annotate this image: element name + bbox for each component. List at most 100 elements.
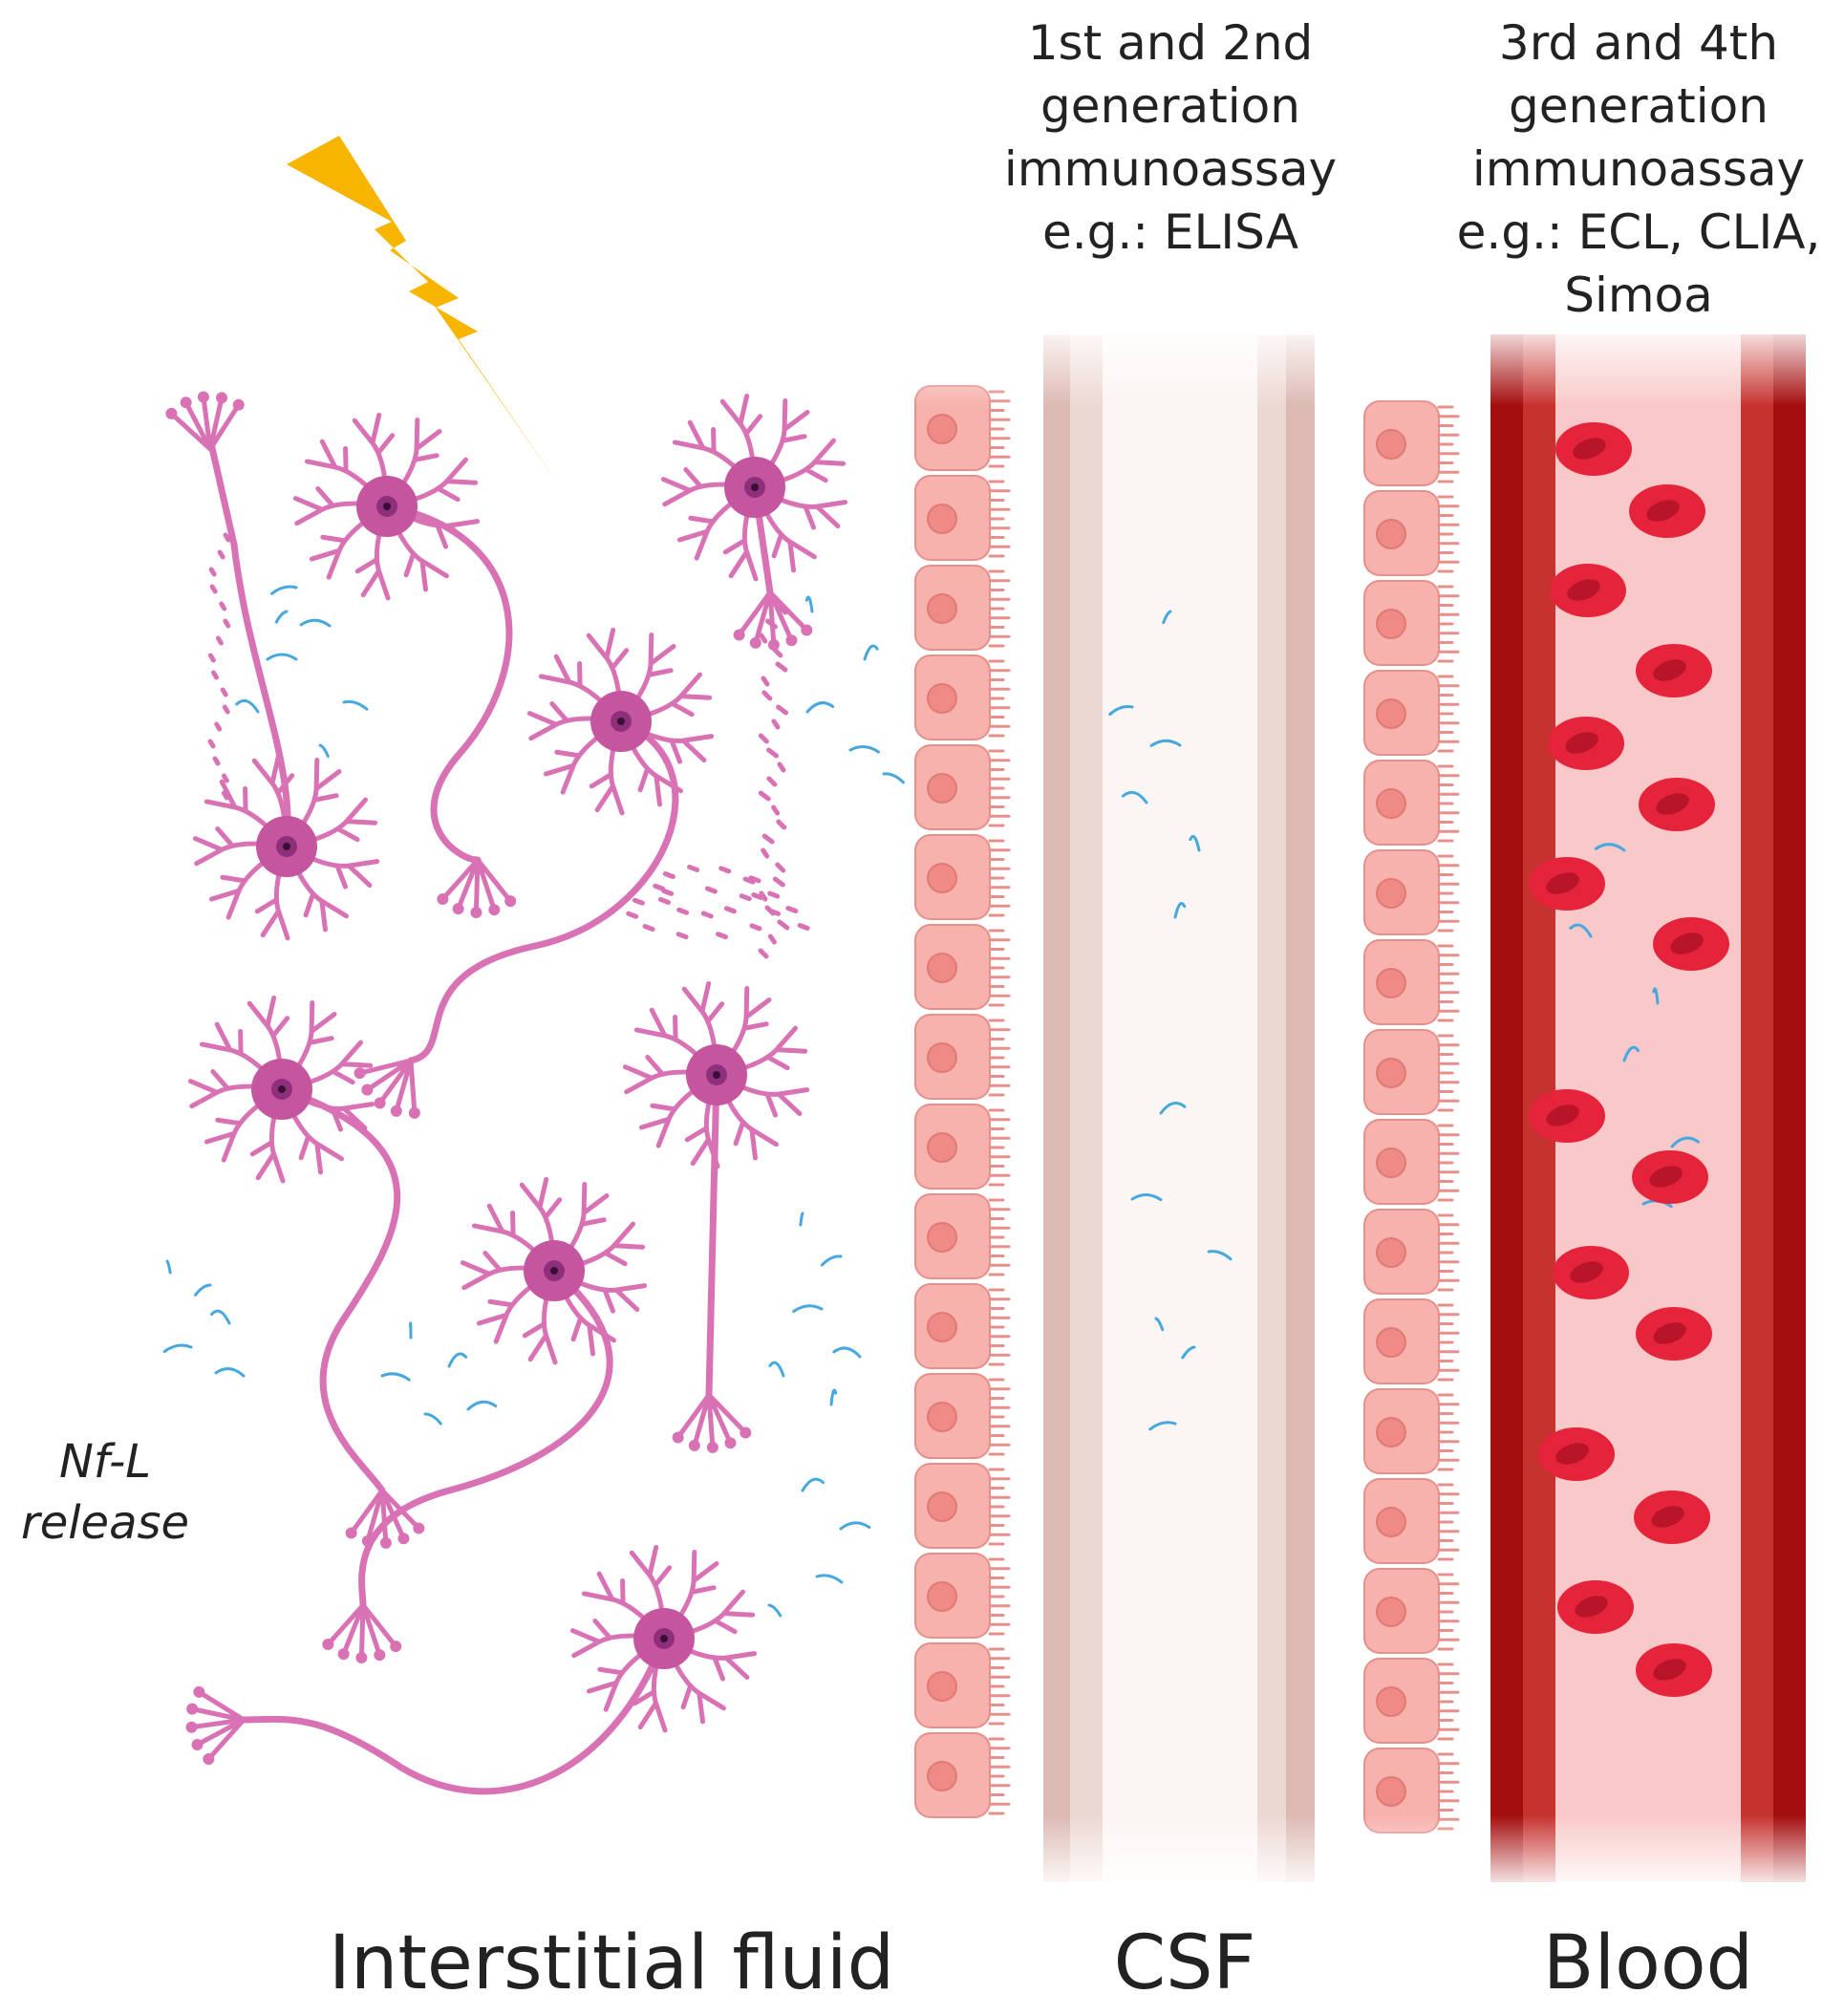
epithelial-cell	[914, 924, 1011, 1010]
red-blood-cell	[1538, 1427, 1615, 1481]
assay-right-line-3: immunoassay	[1471, 141, 1806, 197]
red-blood-cell	[1636, 644, 1712, 697]
epithelial-cell	[1363, 490, 1460, 576]
microvilli	[1437, 1034, 1460, 1112]
epithelial-cell	[1363, 1478, 1460, 1564]
neuron	[660, 393, 848, 651]
epithelial-cell	[1363, 670, 1460, 756]
nfl-fragment	[380, 1372, 411, 1382]
red-blood-cell-center	[1567, 579, 1600, 601]
assay-left-line-1: 1st and 2nd	[1027, 15, 1314, 71]
epithelial-cell	[914, 744, 1011, 830]
csf-wall-right	[1286, 334, 1315, 1882]
dendrites	[569, 1544, 758, 1733]
epithelial-cell	[1363, 760, 1460, 846]
dendrites	[660, 393, 848, 582]
axon-terminal	[675, 1392, 748, 1450]
red-blood-cell-center	[1575, 1596, 1608, 1618]
vessel-wall-left-outer	[1490, 334, 1523, 1882]
assay-label-right: 3rd and 4th generation immunoassay e.g.:…	[1433, 11, 1844, 327]
label-csf: CSF	[1113, 1920, 1256, 2006]
epithelial-cell-nucleus	[927, 863, 957, 893]
label-interstitial-fluid: Interstitial fluid	[328, 1920, 895, 2006]
nfl-fragment	[1569, 923, 1593, 938]
csf-wall-left	[1043, 334, 1070, 1882]
axon	[705, 1071, 720, 1399]
nfl-fragment	[768, 1361, 785, 1378]
red-blood-cell-center	[1670, 933, 1704, 954]
red-blood-cell	[1636, 1307, 1712, 1361]
microvilli	[988, 929, 1011, 1007]
nfl-fragment	[1207, 1250, 1233, 1261]
epithelial-cell	[914, 1373, 1011, 1459]
nfl-fragment	[447, 1352, 468, 1368]
epithelial-cell-nucleus	[1376, 968, 1406, 998]
nucleolus	[617, 718, 625, 725]
nfl-fragment	[1121, 790, 1148, 804]
epithelial-cell	[1363, 1388, 1460, 1474]
assay-right-line-1: 3rd and 4th	[1498, 15, 1779, 71]
axon-terminal	[325, 1602, 398, 1661]
nfl-fragment	[194, 1283, 212, 1297]
red-blood-cell	[1548, 717, 1624, 770]
nfl-fragment	[815, 1574, 844, 1584]
assay-right-line-2: generation	[1509, 78, 1769, 134]
axon	[358, 1267, 613, 1609]
microvilli	[1437, 944, 1460, 1022]
vessel-wall-right-outer	[1773, 334, 1806, 1882]
epithelial-cell-nucleus	[1376, 519, 1406, 549]
assay-right-line-5: Simoa	[1564, 268, 1713, 323]
nfl-fragment	[210, 1309, 231, 1325]
epithelial-cell	[914, 654, 1011, 740]
epithelial-cell-nucleus	[1376, 1597, 1406, 1627]
red-blood-cell	[1632, 1150, 1708, 1204]
red-blood-cell-center	[1546, 872, 1579, 894]
nfl-fragment	[165, 1259, 172, 1275]
dendrites	[526, 627, 715, 816]
bottom-fade	[898, 1815, 1844, 1892]
nfl-fragment	[299, 618, 332, 628]
red-blood-cell-center	[1653, 1322, 1686, 1344]
red-blood-cell-center	[1573, 438, 1606, 460]
red-blood-cell	[1555, 422, 1632, 476]
epithelial-cell-nucleus	[1376, 429, 1406, 460]
epithelial-cell-nucleus	[927, 773, 957, 804]
epithelial-cell-nucleus	[1376, 1417, 1406, 1448]
epithelial-cell-nucleus	[1376, 1058, 1406, 1088]
red-blood-cell	[1550, 564, 1626, 617]
neuron	[185, 1544, 758, 1795]
epithelial-cell	[1363, 1119, 1460, 1205]
epithelial-cell-nucleus	[927, 953, 957, 983]
nfl-fragment	[1162, 610, 1172, 625]
neuron	[354, 627, 715, 1119]
nfl-fragment	[1108, 705, 1134, 717]
epithelial-cell	[914, 1553, 1011, 1639]
epithelial-cell	[1363, 1209, 1460, 1295]
red-blood-cell-center	[1546, 1105, 1579, 1126]
microvilli	[1437, 585, 1460, 663]
epithelial-cell-nucleus	[1376, 1237, 1406, 1268]
axon-fragments	[207, 532, 810, 959]
microvilli	[988, 1647, 1011, 1726]
axon-terminal	[168, 394, 242, 452]
lightning-bolt-icon	[287, 136, 562, 489]
epithelial-cell	[1363, 849, 1460, 935]
nfl-fragment	[466, 1400, 498, 1411]
red-blood-cell-center	[1555, 1443, 1589, 1465]
microvilli	[1437, 1483, 1460, 1561]
nfl-fragment	[820, 1255, 843, 1267]
axon-terminal	[189, 1689, 247, 1762]
nfl-fragment-group	[162, 585, 1700, 1618]
nfl-fragment	[882, 772, 905, 784]
microvilli	[988, 1378, 1011, 1456]
red-blood-cell	[1629, 484, 1705, 538]
nfl-fragment	[1181, 1345, 1196, 1360]
top-fade	[898, 320, 1844, 406]
red-blood-cell-center	[1570, 1261, 1603, 1283]
epithelial-cell-nucleus	[927, 1581, 957, 1612]
microvilli	[1437, 1213, 1460, 1292]
nfl-fragment	[318, 743, 330, 759]
red-blood-cell-group	[1529, 422, 1729, 1697]
assay-left-line-4: e.g.: ELISA	[1041, 204, 1299, 260]
